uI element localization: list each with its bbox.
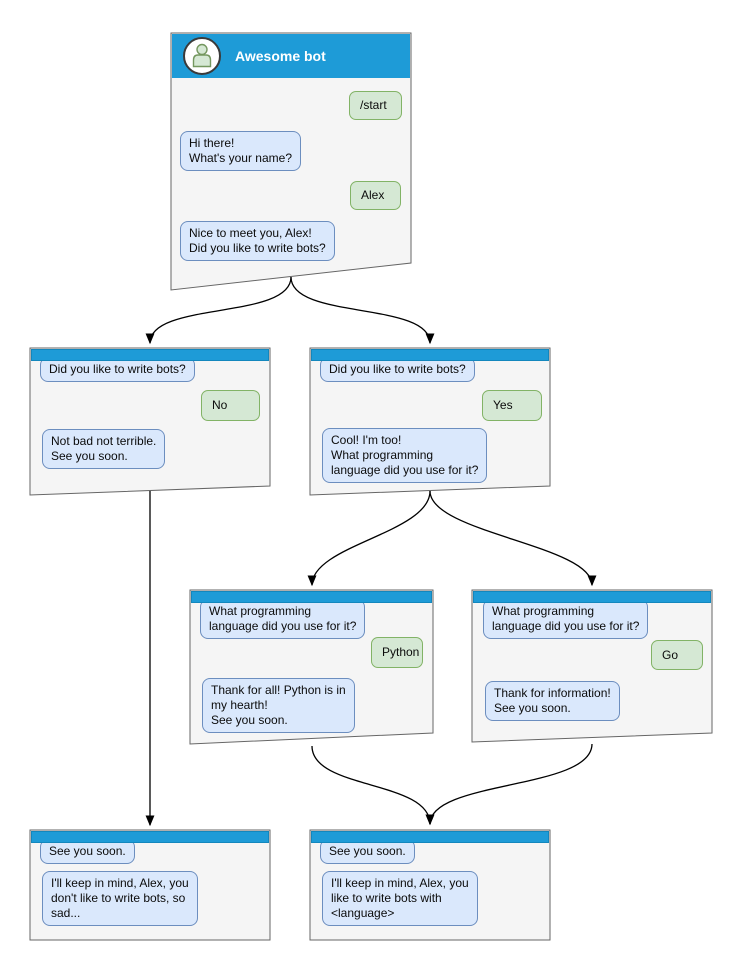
- node-header-branch-no: [31, 349, 269, 361]
- bot-message-bubble: What programming language did you use fo…: [483, 599, 649, 639]
- node-header-lang-go: [473, 591, 711, 603]
- root-chat-header: Awesome bot: [172, 34, 410, 78]
- bot-message-bubble: See you soon.: [40, 839, 135, 864]
- bot-message-bubble: Hi there! What's your name?: [180, 131, 302, 171]
- edge-go-to-end-lang: [425, 743, 593, 826]
- bot-message-bubble: Nice to meet you, Alex! Did you like to …: [180, 221, 335, 261]
- bot-message-bubble: Thank for all! Python is in my hearth! S…: [202, 678, 355, 733]
- user-message-bubble: Go: [651, 640, 703, 670]
- edge-root-to-branch-no: [145, 276, 292, 345]
- edge-branch-yes-to-go: [429, 490, 597, 587]
- node-header-end-no: [31, 831, 269, 843]
- node-header-lang-python: [191, 591, 432, 603]
- node-header-branch-yes: [311, 349, 549, 361]
- bot-avatar-person-icon: [183, 37, 221, 75]
- bot-message-bubble: See you soon.: [320, 839, 415, 864]
- bot-message-bubble: What programming language did you use fo…: [200, 599, 366, 639]
- edge-branch-yes-to-python: [307, 490, 431, 587]
- bot-message-bubble: I'll keep in mind, Alex, you don't like …: [42, 871, 198, 926]
- bot-title: Awesome bot: [235, 48, 326, 64]
- user-message-bubble: No: [201, 390, 260, 421]
- node-header-end-lang: [311, 831, 549, 843]
- user-message-bubble: Yes: [482, 390, 542, 421]
- bot-message-bubble: Did you like to write bots?: [320, 357, 475, 382]
- user-message-bubble: /start: [349, 91, 402, 120]
- bot-message-bubble: Cool! I'm too! What programming language…: [322, 428, 488, 483]
- edge-root-to-branch-yes: [290, 276, 435, 345]
- bot-message-bubble: Thank for information! See you soon.: [485, 681, 620, 721]
- bot-message-bubble: I'll keep in mind, Alex, you like to wri…: [322, 871, 478, 926]
- bot-message-bubble: Not bad not terrible. See you soon.: [42, 429, 166, 469]
- user-message-bubble: Alex: [350, 181, 401, 210]
- bot-message-bubble: Did you like to write bots?: [40, 357, 195, 382]
- user-message-bubble: Python: [371, 637, 423, 668]
- edge-python-to-end-lang: [311, 745, 435, 826]
